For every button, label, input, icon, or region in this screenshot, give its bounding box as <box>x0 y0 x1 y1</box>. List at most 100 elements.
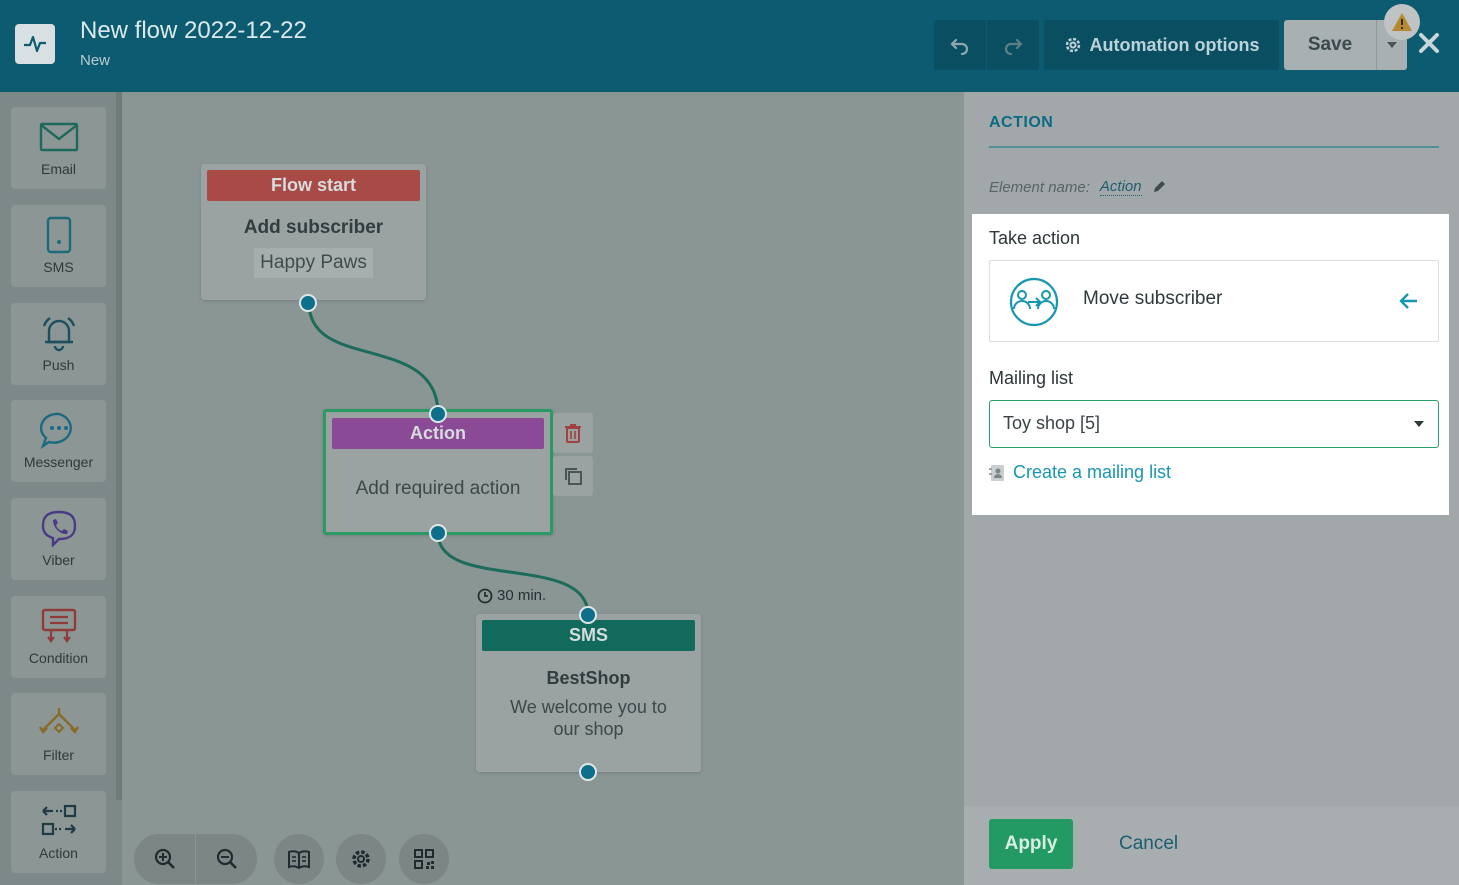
panel-footer: Apply Cancel <box>964 806 1459 885</box>
chevron-down-icon <box>1414 421 1424 427</box>
zoom-in-icon <box>154 848 175 869</box>
zoom-controls <box>134 834 257 884</box>
sidebar-item-sms[interactable]: SMS <box>11 205 106 287</box>
condition-icon <box>37 606 81 646</box>
element-name-label: Element name: <box>989 178 1090 196</box>
sidebar-item-filter[interactable]: Filter <box>11 693 106 775</box>
action-config-box: Take action Move subscriber Mailing list… <box>972 214 1449 515</box>
sidebar-item-action[interactable]: Action <box>11 791 106 873</box>
panel-title: ACTION <box>989 114 1054 131</box>
sidebar-item-label: Push <box>42 357 75 373</box>
minimap-button[interactable] <box>399 834 449 884</box>
gear-icon <box>352 850 370 868</box>
element-sidebar: Email SMS Push Messenger Viber Condition <box>0 92 122 885</box>
delay-timer[interactable]: 30 min. <box>477 587 546 604</box>
panel-title-underline <box>989 146 1439 148</box>
action-node-body: Add required action <box>355 478 521 499</box>
action-icon <box>37 801 81 841</box>
sidebar-item-push[interactable]: Push <box>11 303 106 385</box>
move-subscriber-icon <box>1009 277 1059 327</box>
sidebar-item-label: Action <box>39 845 78 861</box>
element-name-value[interactable]: Action <box>1099 178 1142 196</box>
zoom-out-icon <box>216 848 237 869</box>
book-icon <box>288 850 310 869</box>
action-input-port[interactable] <box>429 405 447 423</box>
trash-icon <box>565 424 581 443</box>
flow-start-header: Flow start <box>207 170 420 201</box>
take-action-value: Move subscriber <box>1083 288 1223 309</box>
undo-button[interactable] <box>934 20 986 70</box>
email-icon <box>37 117 81 157</box>
cancel-button[interactable]: Cancel <box>1119 833 1179 854</box>
zoom-in-button[interactable] <box>134 834 195 884</box>
sidebar-item-condition[interactable]: Condition <box>11 596 106 678</box>
sidebar-item-viber[interactable]: Viber <box>11 498 106 580</box>
mailing-list-select[interactable]: Toy shop [5] <box>989 400 1439 448</box>
clock-icon <box>477 588 493 603</box>
sidebar-item-email[interactable]: Email <box>11 107 106 189</box>
sidebar-item-label: Filter <box>42 747 75 763</box>
flow-start-title: Add subscriber <box>243 217 384 238</box>
chevron-down-icon <box>1387 42 1397 48</box>
zoom-out-button[interactable] <box>196 834 257 884</box>
flow-logo-icon <box>15 24 55 64</box>
address-book-icon <box>989 464 1004 481</box>
sidebar-item-label: Condition <box>28 650 89 666</box>
take-action-card[interactable]: Move subscriber <box>989 260 1439 342</box>
sidebar-item-label: Messenger <box>23 454 94 470</box>
automation-options-button[interactable]: Automation options <box>1044 20 1279 70</box>
flow-start-output-port[interactable] <box>299 294 317 312</box>
sms-node[interactable]: SMS BestShop We welcome you to our shop <box>476 614 701 772</box>
arrow-left-icon[interactable] <box>1399 292 1419 310</box>
redo-icon <box>1004 38 1023 55</box>
flow-title[interactable]: New flow 2022-12-22 <box>80 17 307 44</box>
create-mailing-list-label: Create a mailing list <box>1013 462 1172 482</box>
subscriber-list-tag: Happy Paws <box>254 248 373 278</box>
action-node[interactable]: Action Add required action <box>323 409 553 535</box>
mailing-list-label: Mailing list <box>989 368 1074 388</box>
save-button[interactable]: Save <box>1307 34 1353 55</box>
connection-lines <box>307 302 590 616</box>
history-controls <box>934 20 1039 70</box>
automation-options-label: Automation options <box>1089 34 1260 55</box>
sidebar-item-label: Viber <box>42 552 75 568</box>
undo-icon <box>950 38 969 55</box>
take-action-label: Take action <box>989 228 1081 248</box>
sms-input-port[interactable] <box>579 606 597 624</box>
warning-icon[interactable] <box>1384 4 1420 40</box>
zoom-divider <box>195 834 196 884</box>
sms-node-title: BestShop <box>546 668 631 688</box>
grid-layout-icon <box>414 849 434 869</box>
viber-icon <box>37 508 81 548</box>
sidebar-item-label: SMS <box>43 259 74 275</box>
copy-icon <box>565 468 582 485</box>
canvas-settings-button[interactable] <box>336 834 386 884</box>
sidebar-scrollbar[interactable] <box>116 92 122 800</box>
action-output-port[interactable] <box>429 524 447 542</box>
apply-button[interactable]: Apply <box>989 819 1073 869</box>
save-dropdown-button[interactable] <box>1376 20 1407 70</box>
filter-icon <box>37 703 81 743</box>
top-header: New flow 2022-12-22 New Automation optio… <box>0 0 1459 92</box>
redo-button[interactable] <box>986 20 1038 70</box>
sms-node-header: SMS <box>482 620 695 651</box>
messenger-icon <box>37 410 81 450</box>
copy-node-button[interactable] <box>553 456 593 496</box>
guide-button[interactable] <box>274 834 324 884</box>
sidebar-item-messenger[interactable]: Messenger <box>11 400 106 482</box>
flow-start-node[interactable]: Flow start Add subscriber Happy Paws <box>201 164 426 300</box>
delete-node-button[interactable] <box>553 413 593 453</box>
close-icon[interactable] <box>1414 28 1444 58</box>
create-mailing-list-link[interactable]: Create a mailing list <box>989 462 1171 483</box>
delay-value: 30 min. <box>497 587 547 604</box>
flow-canvas[interactable]: Flow start Add subscriber Happy Paws Act… <box>122 92 964 885</box>
gear-icon <box>1065 37 1080 53</box>
element-name-row: Element name: Action <box>989 178 1166 196</box>
action-node-header: Action <box>332 418 544 449</box>
sidebar-item-label: Email <box>40 161 76 177</box>
sms-icon <box>37 215 81 255</box>
sms-output-port[interactable] <box>579 763 597 781</box>
pencil-icon[interactable] <box>1152 180 1166 194</box>
sms-node-body: We welcome you to our shop <box>510 697 667 739</box>
action-settings-panel: ACTION Element name: Action Take action … <box>964 92 1459 885</box>
